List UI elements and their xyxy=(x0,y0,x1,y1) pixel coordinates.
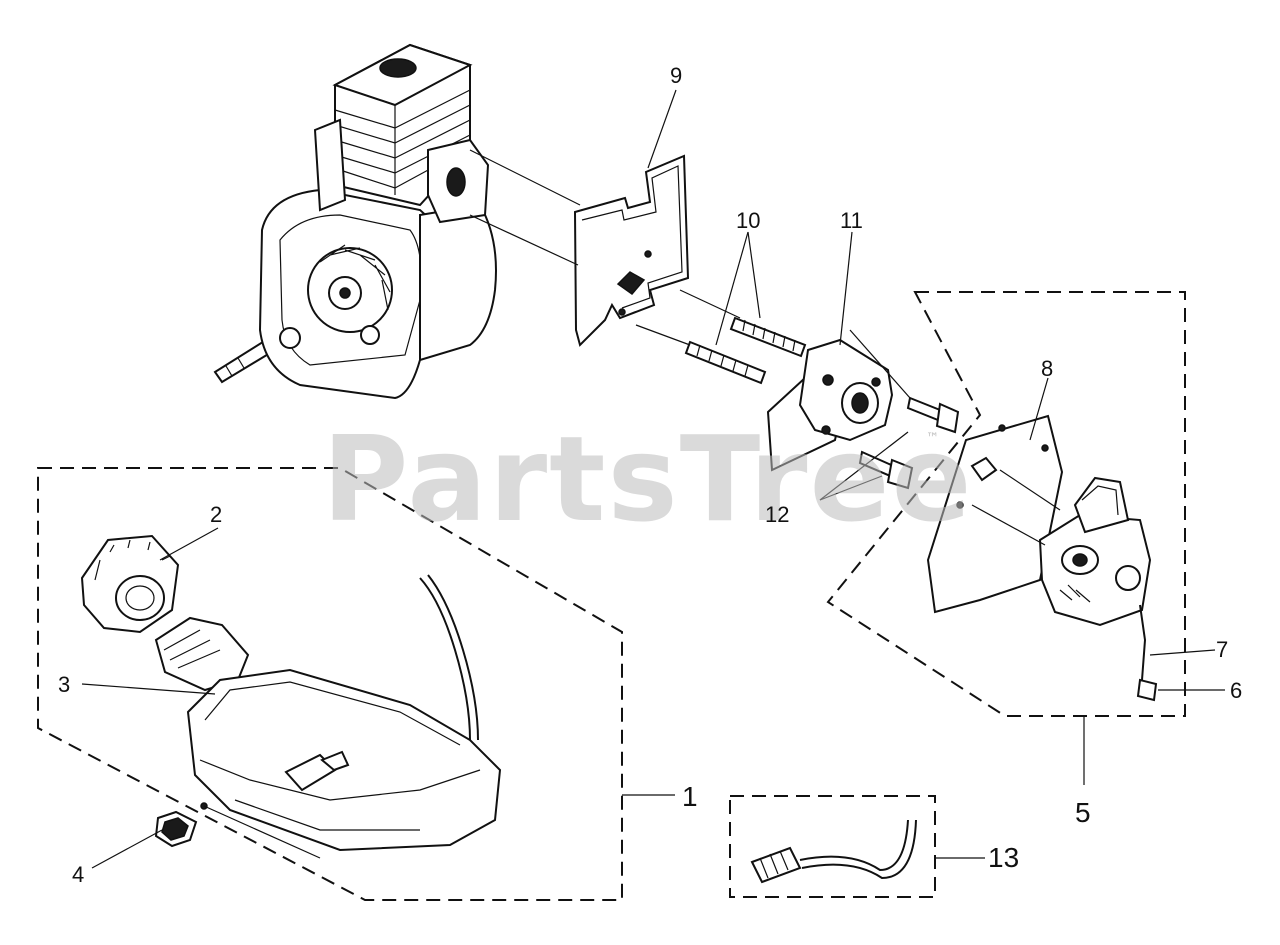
callout-6: 6 xyxy=(1230,678,1242,703)
callout-7: 7 xyxy=(1216,637,1228,662)
plate-part-8 xyxy=(926,414,1064,614)
engine-assembly xyxy=(213,43,497,400)
fuel-tank xyxy=(154,574,502,852)
fuel-cap-part-2 xyxy=(80,534,180,634)
callout-1: 1 xyxy=(682,781,698,812)
insulator-part-11 xyxy=(766,338,894,472)
kit-boundary-5 xyxy=(826,291,1186,717)
alignment-lines xyxy=(203,149,1061,859)
callout-3: 3 xyxy=(58,672,70,697)
kit-boundary-1 xyxy=(37,467,623,901)
fuel-filter-part-13 xyxy=(750,819,917,884)
callout-10: 10 xyxy=(736,208,760,233)
carburetor xyxy=(1038,476,1158,702)
callout-12: 12 xyxy=(765,502,789,527)
callout-13: 13 xyxy=(988,842,1019,873)
gasket-part-9 xyxy=(573,154,690,347)
leader-lines xyxy=(81,89,1225,869)
grommet-part-4 xyxy=(154,810,198,848)
callout-2: 2 xyxy=(210,502,222,527)
screws-part-12 xyxy=(858,396,960,490)
callout-11: 11 xyxy=(840,208,863,233)
callout-9: 9 xyxy=(670,63,682,88)
kit-boundary-13 xyxy=(729,795,936,898)
bolts-part-10 xyxy=(684,316,807,385)
callout-5: 5 xyxy=(1075,797,1091,828)
callout-4: 4 xyxy=(72,862,84,887)
callout-8: 8 xyxy=(1041,356,1053,381)
watermark-text: PartsTree xyxy=(322,410,974,548)
watermark-trademark: ™ xyxy=(926,431,939,446)
